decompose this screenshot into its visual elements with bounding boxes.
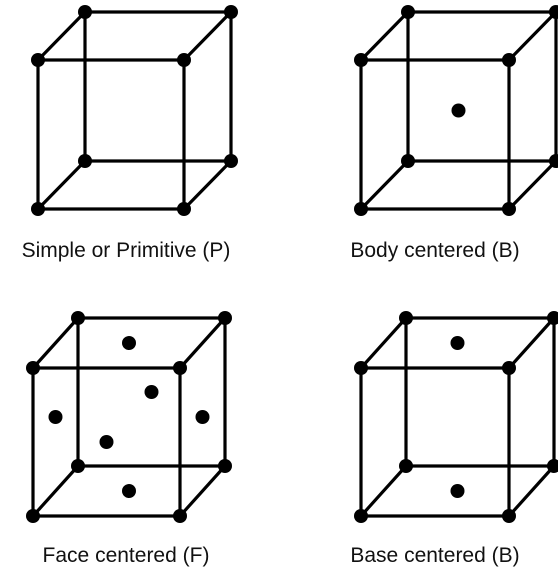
cube-label-primitive: Simple or Primitive (P) [21, 239, 231, 262]
corner-atom [399, 311, 413, 325]
face-top-atom [450, 336, 465, 350]
cube-edge [36, 159, 87, 211]
corner-atom [399, 459, 413, 473]
corner-atom [31, 53, 45, 67]
face-back-atom [144, 385, 159, 399]
corner-atom [502, 361, 516, 375]
corner-atom [224, 154, 238, 168]
face-top-atom [122, 336, 136, 350]
cube-edge [359, 316, 408, 370]
corner-atom [502, 202, 516, 216]
face-front-atom [99, 435, 114, 449]
face-right-atom [195, 410, 210, 424]
cube-edge [178, 464, 227, 518]
cube-edge [359, 10, 410, 62]
cube-edge [507, 464, 556, 518]
cube-label-face-centered: Face centered (F) [42, 544, 210, 567]
corner-atom [177, 202, 191, 216]
cube-edge [507, 159, 558, 211]
corner-atom [218, 311, 232, 325]
corner-atom [177, 53, 191, 67]
cube-edge [31, 316, 80, 370]
cube-edge [36, 10, 87, 62]
corner-atom [401, 154, 415, 168]
corner-atom [547, 459, 558, 473]
corner-atom [401, 5, 415, 19]
unit-cell-c [354, 311, 558, 523]
cube-edge [359, 464, 408, 518]
corner-atom [547, 311, 558, 325]
corner-atom [71, 459, 85, 473]
cube-edge [31, 464, 80, 518]
corner-atom [78, 154, 92, 168]
cube-edge [182, 10, 233, 62]
corner-atom [218, 459, 232, 473]
corner-atom [502, 509, 516, 523]
corner-atom [549, 154, 558, 168]
unit-cell-i [354, 5, 558, 216]
face-bottom-atom [122, 484, 136, 498]
corner-atom [173, 509, 187, 523]
corner-atom [31, 202, 45, 216]
cube-edge [507, 10, 558, 62]
corner-atom [26, 509, 40, 523]
corner-atom [502, 53, 516, 67]
face-bottom-atom [450, 484, 465, 498]
face-left-atom [48, 410, 63, 424]
corner-atom [354, 509, 368, 523]
cube-edge [182, 159, 233, 211]
cube-edge [178, 316, 227, 370]
unit-cell-p [31, 5, 238, 216]
cube-edge [359, 159, 410, 211]
corner-atom [224, 5, 238, 19]
cube-label-base-centered: Base centered (B) [350, 544, 520, 567]
corner-atom [354, 53, 368, 67]
corner-atom [549, 5, 558, 19]
cube-label-body-centered: Body centered (B) [350, 239, 520, 262]
corner-atom [71, 311, 85, 325]
corner-atom [26, 361, 40, 375]
corner-atom [354, 202, 368, 216]
corner-atom [354, 361, 368, 375]
unit-cell-f [26, 311, 232, 523]
corner-atom [78, 5, 92, 19]
cube-edge [507, 316, 556, 370]
body-center-atom [451, 103, 466, 118]
corner-atom [173, 361, 187, 375]
